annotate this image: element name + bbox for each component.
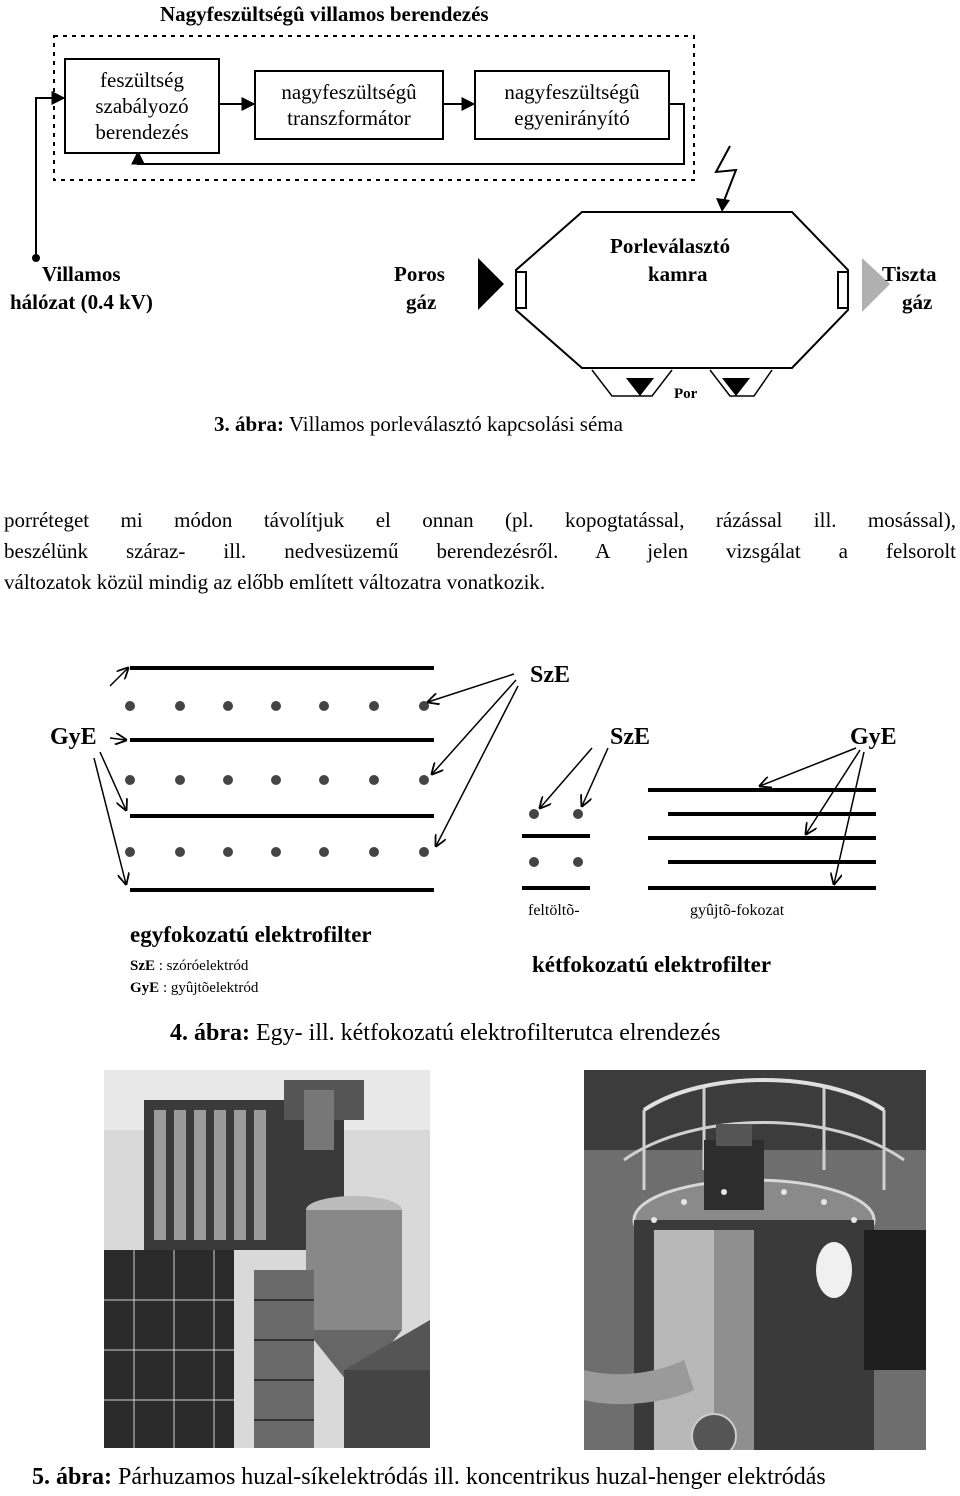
hv-enclosure-dashed: [53, 35, 695, 181]
wire-row-3: [125, 847, 429, 857]
box3-line1: nagyfeszültségû: [504, 80, 640, 104]
wire-row-1: [125, 701, 429, 711]
fig3-caption-text: Villamos porleválasztó kapcsolási séma: [284, 412, 623, 436]
sze-mid-arrows: [540, 747, 609, 808]
chamber-inlet-flange: [515, 271, 527, 309]
chamber-outlet-flange: [837, 271, 849, 309]
two-stage-title: kétfokozatú elektrofilter: [532, 952, 772, 977]
gye-left-arrows: [93, 668, 128, 884]
fig4-caption: 4. ábra: Egy- ill. kétfokozatú elektrofi…: [170, 1020, 720, 1047]
box1-line2: szabályozó: [95, 94, 189, 118]
fig3-title: Nagyfeszültségû villamos berendezés: [160, 2, 489, 26]
fig4-caption-text: Egy- ill. kétfokozatú elektrofilterutca …: [250, 1020, 721, 1046]
paragraph-line-1: porréteget mi módon távolítjuk el onnan …: [4, 508, 956, 532]
wire-row-2: [125, 775, 429, 785]
network-label-2: hálózat (0.4 kV): [10, 290, 153, 314]
legend-gye-value: : gyûjtõelektród: [159, 980, 259, 996]
lightning-tip: [716, 198, 730, 212]
network-label-1: Villamos: [42, 262, 121, 286]
chamber-label-1: Porleválasztó: [610, 234, 731, 258]
rectifier-box: nagyfeszültségû egyenirányító: [474, 70, 670, 140]
legend-gye: GyE : gyûjtõelektród: [130, 980, 258, 997]
fig5-caption-text: Párhuzamos huzal-síkelektródás ill. konc…: [112, 1464, 826, 1490]
hv-lightning-icon: [714, 145, 738, 207]
sze-top-arrows: [428, 673, 519, 846]
legend-sze: SzE : szóróelektród: [130, 958, 248, 975]
photo-cylindrical-precipitator: [584, 1070, 926, 1450]
gye-right-arrows: [760, 747, 865, 884]
label-sze-top: SzE: [530, 662, 571, 688]
figure-3-schematic: [32, 35, 890, 397]
fig5-caption: 5. ábra: Párhuzamos huzal-síkelektródás …: [32, 1464, 826, 1491]
feedback-line: [131, 103, 685, 165]
paragraph-line-3: változatok közül mindig az előbb említet…: [4, 570, 546, 594]
network-feed-line: [35, 91, 66, 258]
dust-arrow-right-icon: [722, 378, 750, 396]
outlet-label-1: Tiszta: [882, 262, 937, 286]
fig3-caption-num: 3. ábra:: [214, 412, 284, 436]
fig4-caption-num: 4. ábra:: [170, 1020, 250, 1046]
voltage-regulator-box: feszültség szabályozó berendezés: [64, 58, 220, 154]
dust-arrow-left-icon: [626, 378, 654, 396]
collecting-plates: [648, 788, 876, 890]
inlet-label-2: gáz: [406, 290, 437, 314]
transformer-box: nagyfeszültségû transzformátor: [254, 70, 444, 140]
paragraph-line-2: beszélünk száraz- ill. nedvesüzemű beren…: [4, 539, 956, 563]
chamber-label-2: kamra: [648, 262, 708, 286]
fig3-caption: 3. ábra: Villamos porleválasztó kapcsolá…: [214, 412, 623, 437]
collecting-stage-label: gyûjtõ-fokozat: [690, 902, 785, 919]
charging-wires: [529, 809, 583, 867]
outlet-label-2: gáz: [902, 290, 933, 314]
hopper-left: [591, 369, 673, 397]
legend-sze-key: SzE: [130, 958, 156, 974]
box1-line3: berendezés: [95, 120, 189, 144]
box2-line1: nagyfeszültségû: [281, 80, 417, 104]
label-gye-right: GyE: [850, 724, 897, 750]
inlet-label-1: Poros: [394, 262, 445, 286]
one-stage-title: egyfokozatú elektrofilter: [130, 922, 372, 947]
photo-industrial-plant: [104, 1070, 430, 1448]
inlet-arrow-icon: [478, 258, 504, 310]
legend-sze-value: : szóróelektród: [155, 958, 249, 974]
box2-line2: transzformátor: [287, 106, 411, 130]
hopper-right: [709, 369, 773, 397]
body-paragraph: porréteget mi módon távolítjuk el onnan …: [4, 505, 956, 598]
fig5-caption-num: 5. ábra:: [32, 1464, 112, 1490]
box3-line2: egyenirányító: [514, 106, 630, 130]
figure-4-diagram: [93, 640, 876, 892]
legend-gye-key: GyE: [130, 980, 160, 996]
label-sze-mid: SzE: [610, 724, 651, 750]
box1-line1: feszültség: [100, 68, 184, 92]
label-gye-left: GyE: [50, 724, 97, 750]
charging-stage-label: feltöltõ-: [528, 902, 580, 919]
outlet-arrow-icon: [862, 258, 890, 312]
network-terminal: [32, 254, 40, 262]
dust-label: Por: [674, 386, 698, 402]
